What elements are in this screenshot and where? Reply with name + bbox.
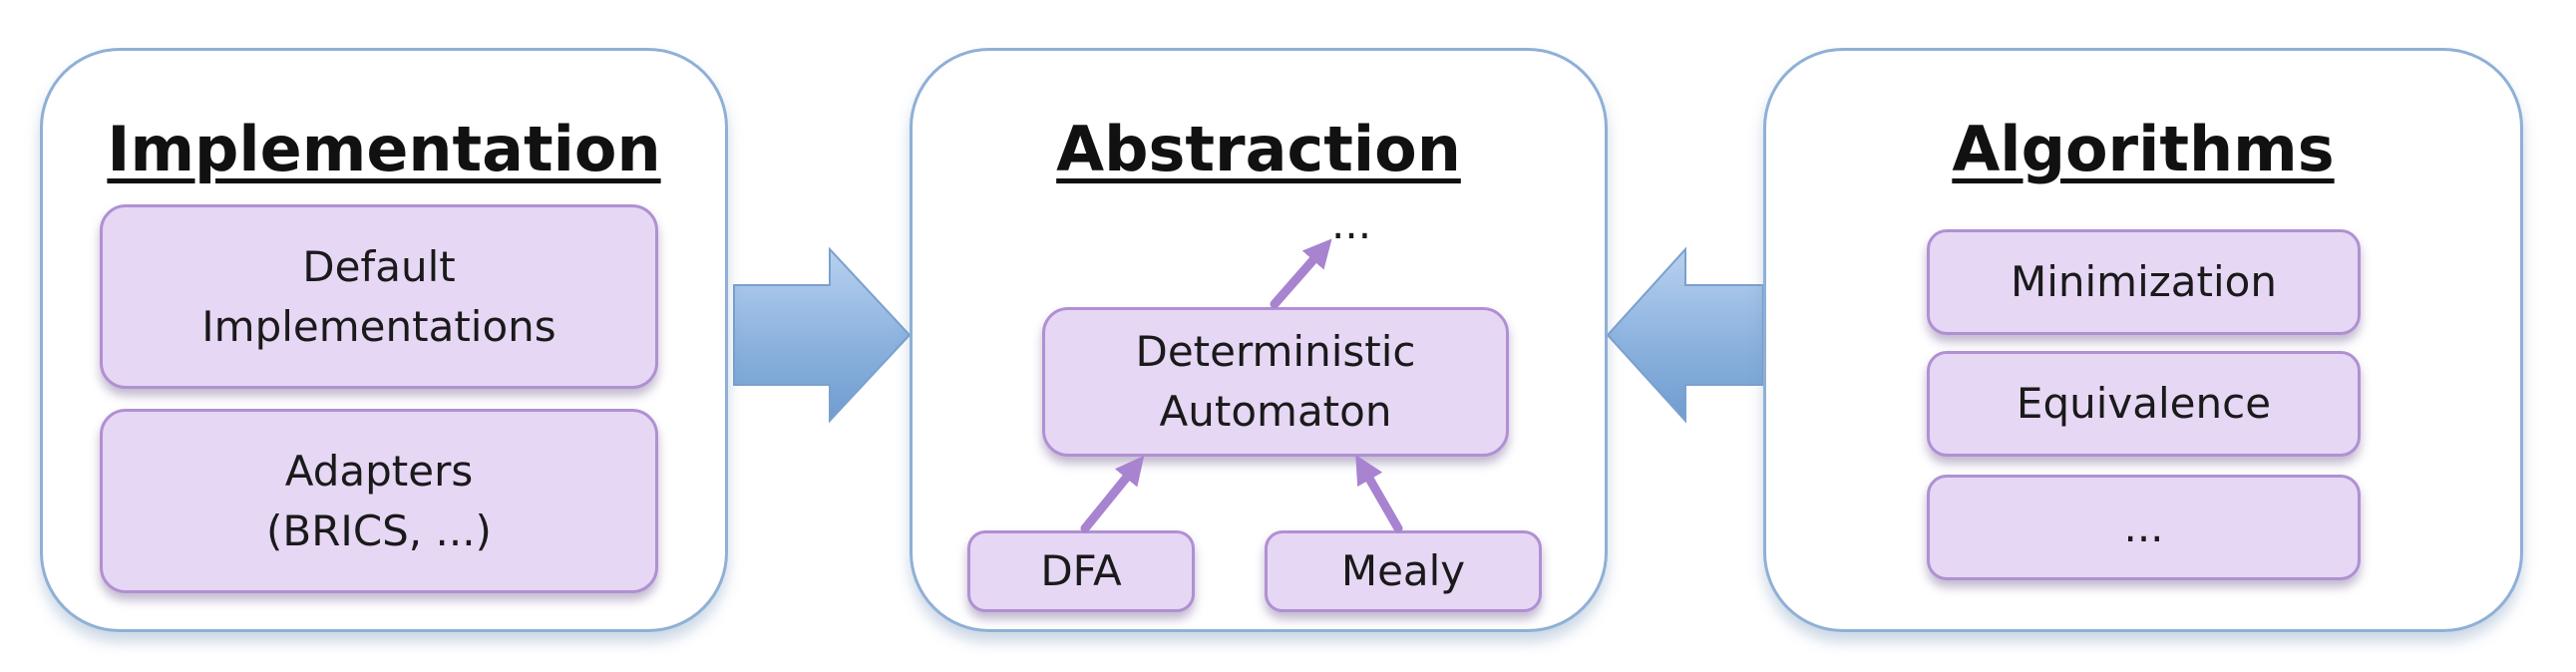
algorithms-ellipsis-label: ... bbox=[2123, 503, 2164, 551]
default-implementations-line1: Default bbox=[302, 241, 456, 291]
abstraction-top-ellipsis: ... bbox=[1331, 199, 1372, 248]
mealy-label: Mealy bbox=[1340, 546, 1466, 595]
adapters-line1: Adapters bbox=[284, 446, 474, 496]
deterministic-line1: Deterministic bbox=[1135, 327, 1416, 376]
minimization-box[interactable]: Minimization bbox=[1927, 229, 2361, 335]
equivalence-box[interactable]: Equivalence bbox=[1927, 351, 2361, 457]
dfa-label: DFA bbox=[1040, 546, 1122, 595]
adapters-line2: (BRICS, ...) bbox=[266, 505, 492, 555]
default-implementations-line2: Implementations bbox=[201, 301, 556, 351]
abstraction-title: Abstraction bbox=[1056, 113, 1461, 185]
equivalence-label: Equivalence bbox=[2016, 379, 2272, 428]
adapters-box[interactable]: Adapters (BRICS, ...) bbox=[100, 409, 658, 593]
implementation-title: Implementation bbox=[107, 113, 661, 185]
mealy-box[interactable]: Mealy bbox=[1265, 530, 1542, 612]
left-arrow-icon bbox=[1606, 246, 1764, 424]
default-implementations-box[interactable]: Default Implementations bbox=[100, 204, 658, 389]
dfa-box[interactable]: DFA bbox=[967, 530, 1195, 612]
algorithms-title: Algorithms bbox=[1952, 113, 2335, 185]
deterministic-automaton-box[interactable]: Deterministic Automaton bbox=[1042, 307, 1509, 457]
deterministic-line2: Automaton bbox=[1159, 387, 1392, 436]
algorithms-ellipsis-box[interactable]: ... bbox=[1927, 475, 2361, 580]
right-arrow-icon bbox=[733, 246, 912, 424]
minimization-label: Minimization bbox=[2010, 257, 2277, 306]
